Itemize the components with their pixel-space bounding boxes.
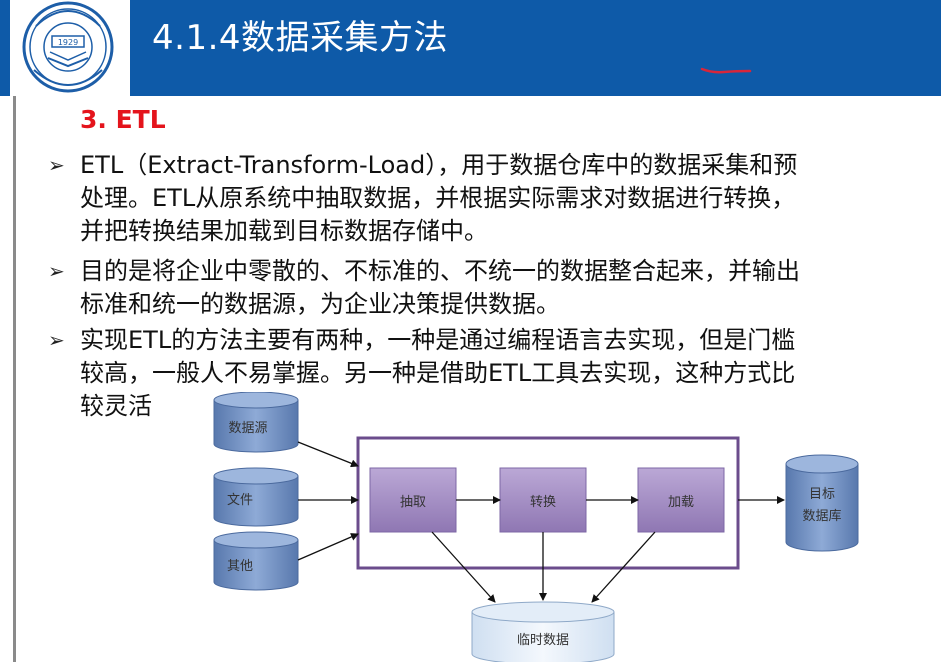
step-label: 加载: [668, 495, 694, 510]
etl-flow-diagram: 数据源 文件 其他 抽取 转换 加载: [213, 392, 859, 662]
source-db-label: 其他: [227, 559, 253, 574]
step-label: 抽取: [400, 495, 426, 510]
temp-data-store: 临时数据: [471, 601, 615, 662]
svg-text:1929: 1929: [58, 38, 78, 47]
source-db-other: 其他: [213, 531, 299, 591]
title-bar: [0, 0, 941, 96]
university-seal-icon: 1929: [22, 1, 114, 93]
left-border-rule: [13, 96, 16, 662]
temp-store-label: 临时数据: [517, 633, 569, 648]
slide-title: 4.1.4数据采集方法: [152, 18, 449, 58]
section-heading: 3. ETL: [80, 105, 166, 134]
bullet-text-line: 标准和统一的数据源，为企业决策提供数据。: [80, 290, 560, 318]
bullet-arrow-icon: ➢: [48, 259, 65, 283]
step-extract: 抽取: [369, 467, 457, 533]
step-transform: 转换: [499, 467, 587, 533]
university-logo: 1929: [10, 0, 130, 100]
bullet-text-line: ETL（Extract-Transform-Load），用于数据仓库中的数据采集…: [80, 151, 798, 179]
bullet-text-line: 并把转换结果加载到目标数据存储中。: [80, 217, 488, 245]
target-database: 目标 数据库: [785, 454, 859, 552]
bullet-arrow-icon: ➢: [48, 153, 65, 177]
step-load: 加载: [637, 467, 725, 533]
bullet-arrow-icon: ➢: [48, 328, 65, 352]
source-db-file: 文件: [213, 467, 299, 527]
bullet-item: ➢ 目的是将企业中零散的、不标准的、不统一的数据整合起来，并输出 标准和统一的数…: [48, 255, 800, 321]
target-db-label: 目标: [809, 487, 835, 502]
bullet-item: ➢ 实现ETL的方法主要有两种，一种是通过编程语言去实现，但是门槛 较高，一般人…: [48, 324, 795, 423]
bullet-text-line: 目的是将企业中零散的、不标准的、不统一的数据整合起来，并输出: [80, 257, 800, 285]
bullet-text-line: 实现ETL的方法主要有两种，一种是通过编程语言去实现，但是门槛: [80, 326, 796, 354]
bullet-text-line: 处理。ETL从原系统中抽取数据，并根据实际需求对数据进行转换，: [80, 184, 796, 212]
bullet-item: ➢ ETL（Extract-Transform-Load），用于数据仓库中的数据…: [48, 149, 797, 248]
bullet-text-line: 较高，一般人不易掌握。另一种是借助ETL工具去实现，这种方式比: [80, 359, 796, 387]
bullet-text-line: 较灵活: [80, 392, 152, 420]
step-label: 转换: [530, 495, 556, 510]
source-db-datasource: 数据源: [213, 392, 299, 453]
target-db-label: 数据库: [802, 508, 841, 524]
pen-annotation-mark: [700, 67, 752, 74]
source-db-label: 文件: [227, 493, 253, 508]
source-db-label: 数据源: [228, 421, 267, 436]
